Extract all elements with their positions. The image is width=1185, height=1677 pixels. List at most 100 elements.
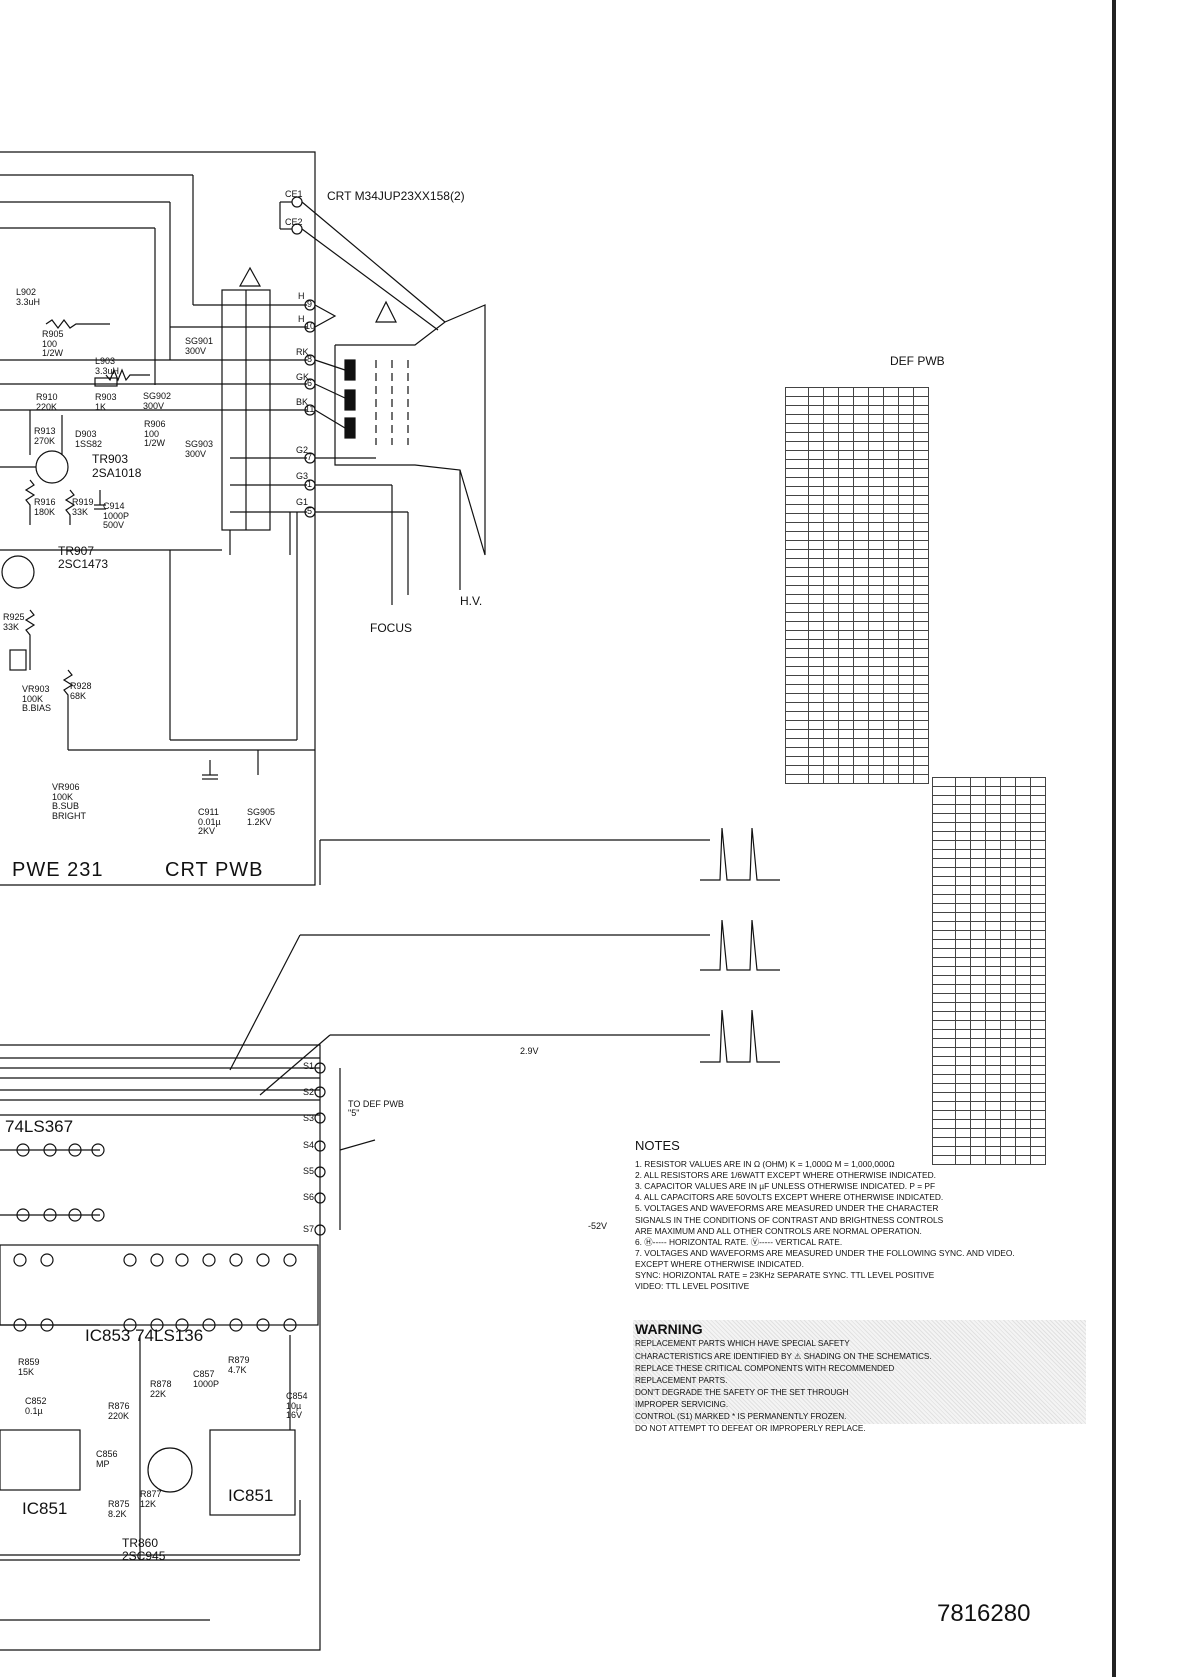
voltage-table-cell bbox=[785, 576, 809, 586]
voltage-table-cell bbox=[838, 612, 854, 622]
voltage-table-cell bbox=[785, 675, 809, 685]
document-number: 7816280 bbox=[937, 1600, 1031, 1627]
voltage-table-cell bbox=[868, 648, 884, 658]
voltage-table-cell bbox=[785, 441, 809, 451]
voltage-table-cell bbox=[898, 693, 914, 703]
voltage-table-cell bbox=[853, 576, 869, 586]
voltage-table-cell bbox=[985, 1083, 1001, 1093]
voltage-table-cell bbox=[883, 495, 899, 505]
voltage-table-cell bbox=[955, 1137, 971, 1147]
voltage-table-cell bbox=[1030, 786, 1046, 796]
voltage-table-cell bbox=[932, 1029, 956, 1039]
voltage-table-cell bbox=[853, 441, 869, 451]
voltage-table-cell bbox=[1000, 1137, 1016, 1147]
hv-label: H.V. bbox=[460, 594, 483, 608]
part-ref: R875 bbox=[108, 1499, 130, 1509]
voltage-table-cell bbox=[932, 777, 956, 787]
part-value: 8.2K bbox=[108, 1509, 127, 1519]
note-line: 7. VOLTAGES AND WAVEFORMS ARE MEASURED U… bbox=[635, 1247, 1015, 1258]
voltage-table-cell bbox=[913, 756, 929, 766]
component-value: 100K B.SUB BRIGHT bbox=[52, 792, 87, 821]
voltage-table-cell bbox=[985, 894, 1001, 904]
voltage-table-cell bbox=[1000, 1065, 1016, 1075]
voltage-table-cell bbox=[970, 777, 986, 787]
component-value: 180K bbox=[34, 507, 56, 517]
voltage-table-cell bbox=[838, 531, 854, 541]
voltage-table-cell bbox=[932, 930, 956, 940]
voltage-table-cell bbox=[1000, 921, 1016, 931]
voltage-table-cell bbox=[853, 540, 869, 550]
connector-s4: S4 bbox=[303, 1140, 315, 1150]
note-line: 2. ALL RESISTORS ARE 1/6WATT EXCEPT WHER… bbox=[635, 1170, 936, 1181]
voltage-table-cell bbox=[853, 603, 869, 613]
voltage-table-cell bbox=[808, 693, 824, 703]
voltage-table-cell bbox=[1030, 975, 1046, 985]
voltage-table-cell bbox=[1015, 1038, 1031, 1048]
voltage-table-cell bbox=[913, 576, 929, 586]
voltage-table-cell bbox=[1030, 948, 1046, 958]
voltage-table-cell bbox=[785, 666, 809, 676]
voltage-table-cell bbox=[985, 1047, 1001, 1057]
voltage-table-cell bbox=[823, 486, 839, 496]
voltage-table-cell bbox=[1015, 912, 1031, 922]
voltage-table-cell bbox=[808, 531, 824, 541]
component-ref: C914 bbox=[103, 501, 125, 511]
voltage-table-cell bbox=[955, 894, 971, 904]
voltage-table-cell bbox=[913, 747, 929, 757]
voltage-table-cell bbox=[970, 1047, 986, 1057]
voltage-table-row bbox=[785, 648, 929, 658]
voltage-table-cell bbox=[883, 468, 899, 478]
voltage-table-cell bbox=[985, 813, 1001, 823]
voltage-table-cell bbox=[868, 738, 884, 748]
voltage-table-row bbox=[932, 876, 1046, 886]
component-ref: D903 bbox=[75, 429, 97, 439]
voltage-table-row bbox=[785, 450, 929, 460]
voltage-table-cell bbox=[808, 504, 824, 514]
voltage-table-cell bbox=[808, 585, 824, 595]
component-value: 100 1/2W bbox=[42, 339, 64, 359]
voltage-table-cell bbox=[883, 522, 899, 532]
warning-line: CHARACTERISTICS ARE IDENTIFIED BY ⚠ SHAD… bbox=[635, 1352, 932, 1361]
voltage-table-cell bbox=[853, 414, 869, 424]
voltage-table-row bbox=[785, 603, 929, 613]
voltage-table-cell bbox=[868, 720, 884, 730]
note-line: SIGNALS IN THE CONDITIONS OF CONTRAST AN… bbox=[635, 1214, 944, 1225]
voltage-table-cell bbox=[823, 648, 839, 658]
voltage-table-cell bbox=[1015, 813, 1031, 823]
pin-number: 7 bbox=[307, 452, 313, 462]
voltage-table-cell bbox=[932, 1092, 956, 1102]
component-ref: SG905 bbox=[247, 807, 276, 817]
voltage-table-cell bbox=[838, 405, 854, 415]
voltage-table-cell bbox=[932, 804, 956, 814]
voltage-table-cell bbox=[838, 396, 854, 406]
voltage-table-cell bbox=[898, 513, 914, 523]
voltage-table-cell bbox=[1015, 1047, 1031, 1057]
voltage-table-row bbox=[785, 675, 929, 685]
voltage-table-cell bbox=[913, 423, 929, 433]
voltage-table-row bbox=[932, 1155, 1046, 1165]
component-ref: R928 bbox=[70, 681, 92, 691]
voltage-table-cell bbox=[985, 822, 1001, 832]
voltage-table-cell bbox=[1030, 912, 1046, 922]
connector-s6: S6 bbox=[303, 1192, 315, 1202]
voltage-table-cell bbox=[985, 876, 1001, 886]
voltage-table-cell bbox=[868, 576, 884, 586]
voltage-table-row bbox=[785, 504, 929, 514]
voltage-table-row bbox=[785, 693, 929, 703]
voltage-table-cell bbox=[868, 774, 884, 784]
voltage-table-cell bbox=[898, 531, 914, 541]
voltage-table-cell bbox=[913, 729, 929, 739]
voltage-table-cell bbox=[932, 849, 956, 859]
voltage-table-cell bbox=[808, 567, 824, 577]
voltage-table-cell bbox=[913, 738, 929, 748]
voltage-table-cell bbox=[853, 756, 869, 766]
voltage-table-cell bbox=[898, 774, 914, 784]
voltage-table-cell bbox=[1015, 1128, 1031, 1138]
voltage-table-cell bbox=[785, 747, 809, 757]
voltage-table-cell bbox=[808, 423, 824, 433]
voltage-table-cell bbox=[868, 495, 884, 505]
voltage-table-cell bbox=[785, 720, 809, 730]
voltage-table-cell bbox=[853, 648, 869, 658]
voltage-table-cell bbox=[913, 414, 929, 424]
voltage-table-cell bbox=[838, 774, 854, 784]
